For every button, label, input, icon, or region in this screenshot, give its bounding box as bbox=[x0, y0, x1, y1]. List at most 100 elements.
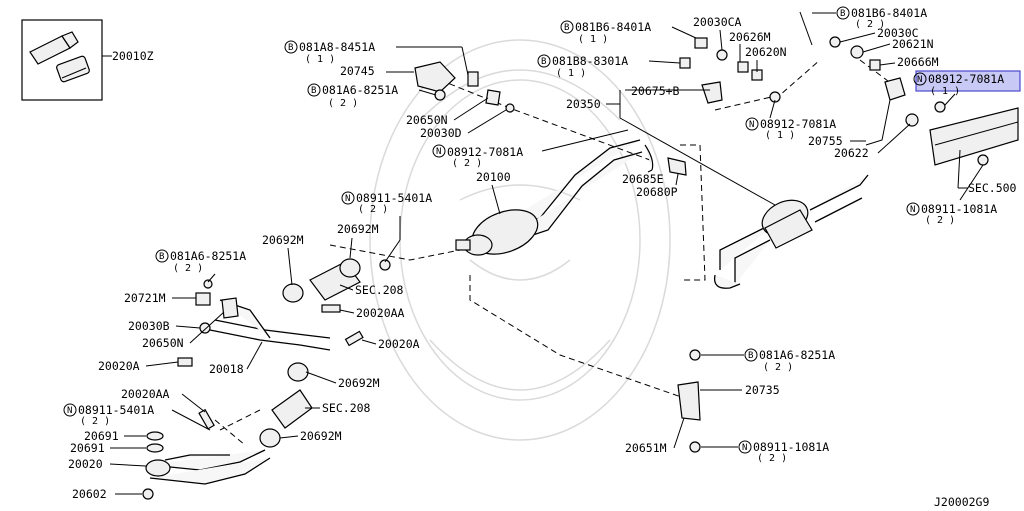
nut-prefix-N: N bbox=[345, 194, 350, 204]
label-20350: 20350 bbox=[566, 97, 601, 111]
label-20691: 20691 bbox=[84, 429, 119, 443]
quantity: ( 2 ) bbox=[358, 204, 388, 215]
callout-20745: 20745 bbox=[340, 64, 414, 78]
diagram-code: J20002G9 bbox=[934, 495, 989, 509]
hanger-20735 bbox=[677, 349, 701, 453]
bandage-roll-icon bbox=[56, 55, 90, 83]
label-08912-7081A-selected[interactable]: 08912-7081A bbox=[928, 72, 1004, 86]
label-20735: 20735 bbox=[745, 383, 780, 397]
callout-20755: 20755 bbox=[808, 134, 866, 148]
callout-20692M-d: 20692M bbox=[279, 429, 342, 443]
callout-08911-5401A-bottom: N 08911-5401A ( 2 ) bbox=[63, 403, 211, 431]
catalytic-converter-lower bbox=[259, 362, 313, 448]
label-20692M: 20692M bbox=[300, 429, 342, 443]
callout-20020A-a: 20020A bbox=[98, 359, 179, 373]
label-20020: 20020 bbox=[68, 457, 103, 471]
callout-20685E: 20685E bbox=[622, 169, 664, 186]
callout-20350: 20350 bbox=[566, 90, 776, 206]
callout-08912-7081A-right: N 08912-7081A ( 1 ) bbox=[745, 99, 836, 141]
quantity: ( 1 ) bbox=[765, 130, 795, 141]
label-081A8-8451A: 081A8-8451A bbox=[299, 40, 375, 54]
label-20692M: 20692M bbox=[338, 376, 380, 390]
quantity: ( 1 ) bbox=[578, 34, 608, 45]
bolt-prefix-B: B bbox=[748, 351, 753, 361]
center-muffler-assembly bbox=[455, 139, 643, 256]
label-20020A: 20020A bbox=[378, 337, 420, 351]
callout-081A6-8251A-left: B 081A6-8251A ( 2 ) bbox=[155, 249, 246, 283]
callout-08912-7081A-highlighted[interactable]: N 08912-7081A ( 1 ) bbox=[913, 70, 1021, 113]
callout-081A6-8251A-bottom-right: B 081A6-8251A ( 2 ) bbox=[701, 348, 835, 373]
callout-SEC500: SEC.500 bbox=[957, 149, 1017, 195]
bolt-prefix-B: B bbox=[288, 43, 293, 53]
label-081B8-8301A: 081B8-8301A bbox=[552, 54, 628, 68]
quantity: ( 2 ) bbox=[763, 362, 793, 373]
quantity: ( 1 ) bbox=[930, 86, 960, 97]
label-20622: 20622 bbox=[834, 146, 869, 160]
callout-20692M-b: 20692M bbox=[337, 222, 379, 259]
heat-shield-sec500 bbox=[929, 107, 1019, 166]
callout-20602: 20602 bbox=[72, 487, 142, 501]
label-08912-7081A: 08912-7081A bbox=[447, 145, 523, 159]
callout-20030CA: 20030CA bbox=[693, 15, 742, 51]
callout-081A8-8451A: B 081A8-8451A ( 1 ) bbox=[284, 40, 469, 76]
label-20030CA: 20030CA bbox=[693, 15, 742, 29]
label-08911-5401A: 08911-5401A bbox=[78, 403, 154, 417]
label-20018: 20018 bbox=[209, 362, 244, 376]
callout-081B6-8401A-a: B 081B6-8401A ( 1 ) bbox=[560, 20, 697, 45]
callout-20621N: 20621N bbox=[862, 37, 934, 53]
exhaust-manifold-pipe bbox=[142, 449, 271, 500]
bolt-prefix-B: B bbox=[311, 86, 316, 96]
label-20691: 20691 bbox=[70, 441, 105, 455]
label-08912-7081A: 08912-7081A bbox=[760, 117, 836, 131]
label-20650N: 20650N bbox=[142, 336, 184, 350]
callout-20100: 20100 bbox=[476, 170, 511, 215]
label-20666M: 20666M bbox=[897, 55, 939, 69]
label-SEC208: SEC.208 bbox=[322, 401, 371, 415]
label-20030C: 20030C bbox=[877, 26, 919, 40]
callout-20651M: 20651M bbox=[625, 417, 685, 455]
quantity: ( 2 ) bbox=[173, 263, 203, 274]
nut-prefix-N: N bbox=[749, 120, 754, 130]
callout-20018: 20018 bbox=[209, 341, 263, 376]
label-20755: 20755 bbox=[808, 134, 843, 148]
callout-20666M: 20666M bbox=[879, 55, 939, 69]
quantity: ( 1 ) bbox=[305, 54, 335, 65]
gaskets-20691 bbox=[146, 431, 164, 453]
callout-20622: 20622 bbox=[834, 123, 911, 160]
label-20626M: 20626M bbox=[729, 30, 771, 44]
label-20650N: 20650N bbox=[406, 113, 448, 127]
callout-20020AA-a: 20020AA bbox=[339, 306, 405, 320]
callout-08911-5401A-top: N 08911-5401A ( 2 ) bbox=[341, 191, 432, 263]
label-08911-1081A: 08911-1081A bbox=[753, 440, 829, 454]
label-20010Z: 20010Z bbox=[112, 49, 154, 63]
quantity: ( 2 ) bbox=[452, 158, 482, 169]
label-20620N: 20620N bbox=[745, 45, 787, 59]
label-081B6-8401A: 081B6-8401A bbox=[851, 6, 927, 20]
label-20020AA: 20020AA bbox=[121, 387, 170, 401]
label-20692M: 20692M bbox=[337, 222, 379, 236]
callout-20675B: 20675+B bbox=[625, 84, 710, 98]
label-20030D: 20030D bbox=[420, 126, 462, 140]
callout-SEC208-a: SEC.208 bbox=[339, 283, 404, 297]
label-20020A: 20020A bbox=[98, 359, 140, 373]
label-20602: 20602 bbox=[72, 487, 107, 501]
label-20100: 20100 bbox=[476, 170, 511, 184]
quantity: ( 2 ) bbox=[757, 453, 787, 464]
callout-20650N-top: 20650N bbox=[406, 97, 489, 127]
label-08911-5401A: 08911-5401A bbox=[356, 191, 432, 205]
bolt-prefix-B: B bbox=[840, 9, 845, 19]
callout-20626M: 20626M bbox=[729, 30, 771, 62]
callout-20650N-left: 20650N bbox=[142, 311, 225, 350]
hanger-hardware-20626M bbox=[679, 11, 881, 104]
quantity: ( 2 ) bbox=[925, 215, 955, 226]
catalytic-converter-upper bbox=[282, 258, 361, 303]
rear-muffler-assembly bbox=[713, 174, 869, 289]
nut-prefix-N: N bbox=[67, 406, 72, 416]
bolt-prefix-B: B bbox=[159, 252, 164, 262]
label-20692M: 20692M bbox=[262, 233, 304, 247]
quantity: ( 2 ) bbox=[855, 19, 885, 30]
label-20621N: 20621N bbox=[892, 37, 934, 51]
label-081A6-8251A: 081A6-8251A bbox=[170, 249, 246, 263]
callout-20721M: 20721M bbox=[124, 291, 196, 305]
